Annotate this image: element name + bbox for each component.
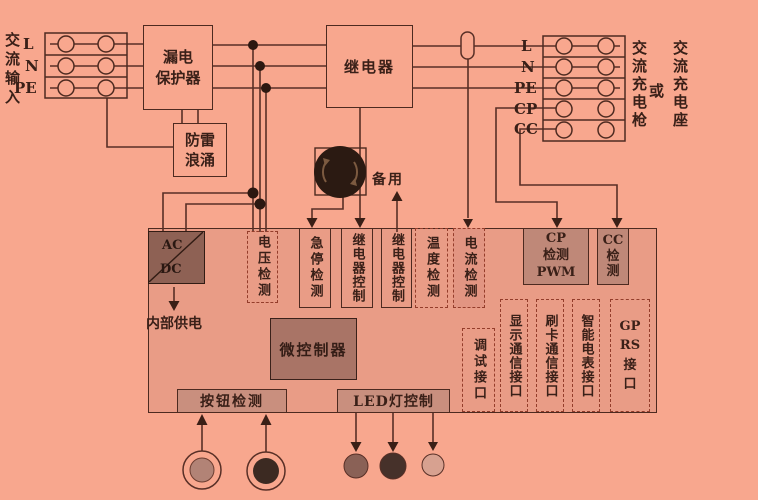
interface-label: 显示通信接口 <box>506 313 522 398</box>
left-terminal-n-label: N <box>25 57 39 75</box>
left-terminal-pe-label: PE <box>14 79 37 97</box>
protector-surge-wires <box>181 110 199 123</box>
push-buttons <box>182 450 286 491</box>
mcu-block: 微控制器 <box>270 318 357 380</box>
estop-button-icon <box>314 146 367 198</box>
or-label: 或 <box>649 82 665 100</box>
module-relay-control-1: 继电器控制 <box>341 228 373 308</box>
interface-smart-meter: 智能电表接口 <box>572 299 600 412</box>
cc-wire <box>519 128 618 218</box>
led-control-block: LED灯控制 <box>337 389 450 413</box>
module-relay-control-2: 继电器控制 <box>381 228 412 308</box>
right-terminal-cc-label: CC <box>514 120 538 138</box>
ac-input-label: 交流输入 <box>3 32 21 108</box>
interface-label: 刷卡通信接口 <box>542 313 558 398</box>
right-terminal-n-label: N <box>521 58 535 76</box>
interface-card-comm: 刷卡通信接口 <box>536 299 564 412</box>
right-terminal-l-label: L <box>521 37 532 55</box>
module-cp-detect-pwm: CP 检测 PWM <box>523 228 589 285</box>
module-label: 温度检测 <box>424 236 439 300</box>
relay-block: 继电器 <box>326 25 413 108</box>
button-wires <box>201 425 267 452</box>
interface-label: 调试接口 <box>471 338 486 402</box>
acdc-diagonal <box>149 232 203 282</box>
interface-label: 智能电表接口 <box>578 313 594 398</box>
internal-power-label: 内部供电 <box>146 316 202 332</box>
spare-label: 备用 <box>372 172 404 188</box>
right-terminal-pe-label: PE <box>514 79 537 97</box>
right-terminal-cp-label: CP <box>514 100 538 118</box>
interface-display-comm: 显示通信接口 <box>500 299 528 412</box>
module-current-detect: 电流检测 <box>453 228 485 308</box>
button-detect-block: 按钮检测 <box>177 389 287 413</box>
acdc-bottom-label: DC <box>160 262 182 277</box>
cp-wire <box>495 107 558 218</box>
module-label: 继电器控制 <box>349 233 365 303</box>
acdc-top-label: AC <box>162 238 183 253</box>
module-label: 急停检测 <box>307 236 323 300</box>
interface-gprs: GP RS 接 口 <box>610 299 650 412</box>
charging-gun-label: 交流充电枪 <box>630 40 648 130</box>
current-transformer-icon <box>460 31 475 60</box>
module-cc-detect: CC 检 测 <box>597 228 629 285</box>
module-label: 电压检测 <box>255 235 270 299</box>
acdc-converter-block: AC DC <box>148 231 205 284</box>
module-voltage-detect: 电压检测 <box>247 231 278 303</box>
indicator-leds <box>343 452 445 480</box>
leakage-protector-block: 漏电 保护器 <box>143 25 213 110</box>
estop-wire <box>311 195 344 218</box>
led-wires <box>355 413 434 442</box>
surge-protector-block: 防雷 浪涌 <box>173 123 227 177</box>
relay-output-wires <box>413 45 620 89</box>
protector-relay-wires <box>213 44 326 89</box>
left-terminal-block <box>44 32 128 99</box>
left-terminal-l-label: L <box>23 35 34 53</box>
module-temperature-detect: 温度检测 <box>415 228 448 308</box>
arrowheads <box>168 191 623 452</box>
module-label: 电流检测 <box>461 236 477 300</box>
module-label: 继电器控制 <box>389 233 404 303</box>
junction-dots <box>247 40 271 210</box>
interface-debug: 调试接口 <box>462 328 495 412</box>
charging-socket-label: 交流充电座 <box>671 40 689 130</box>
pe-surge-wire <box>106 98 173 148</box>
module-estop-detect: 急停检测 <box>299 228 331 308</box>
acdc-feed-wires <box>162 192 260 232</box>
right-terminal-block <box>542 35 626 142</box>
